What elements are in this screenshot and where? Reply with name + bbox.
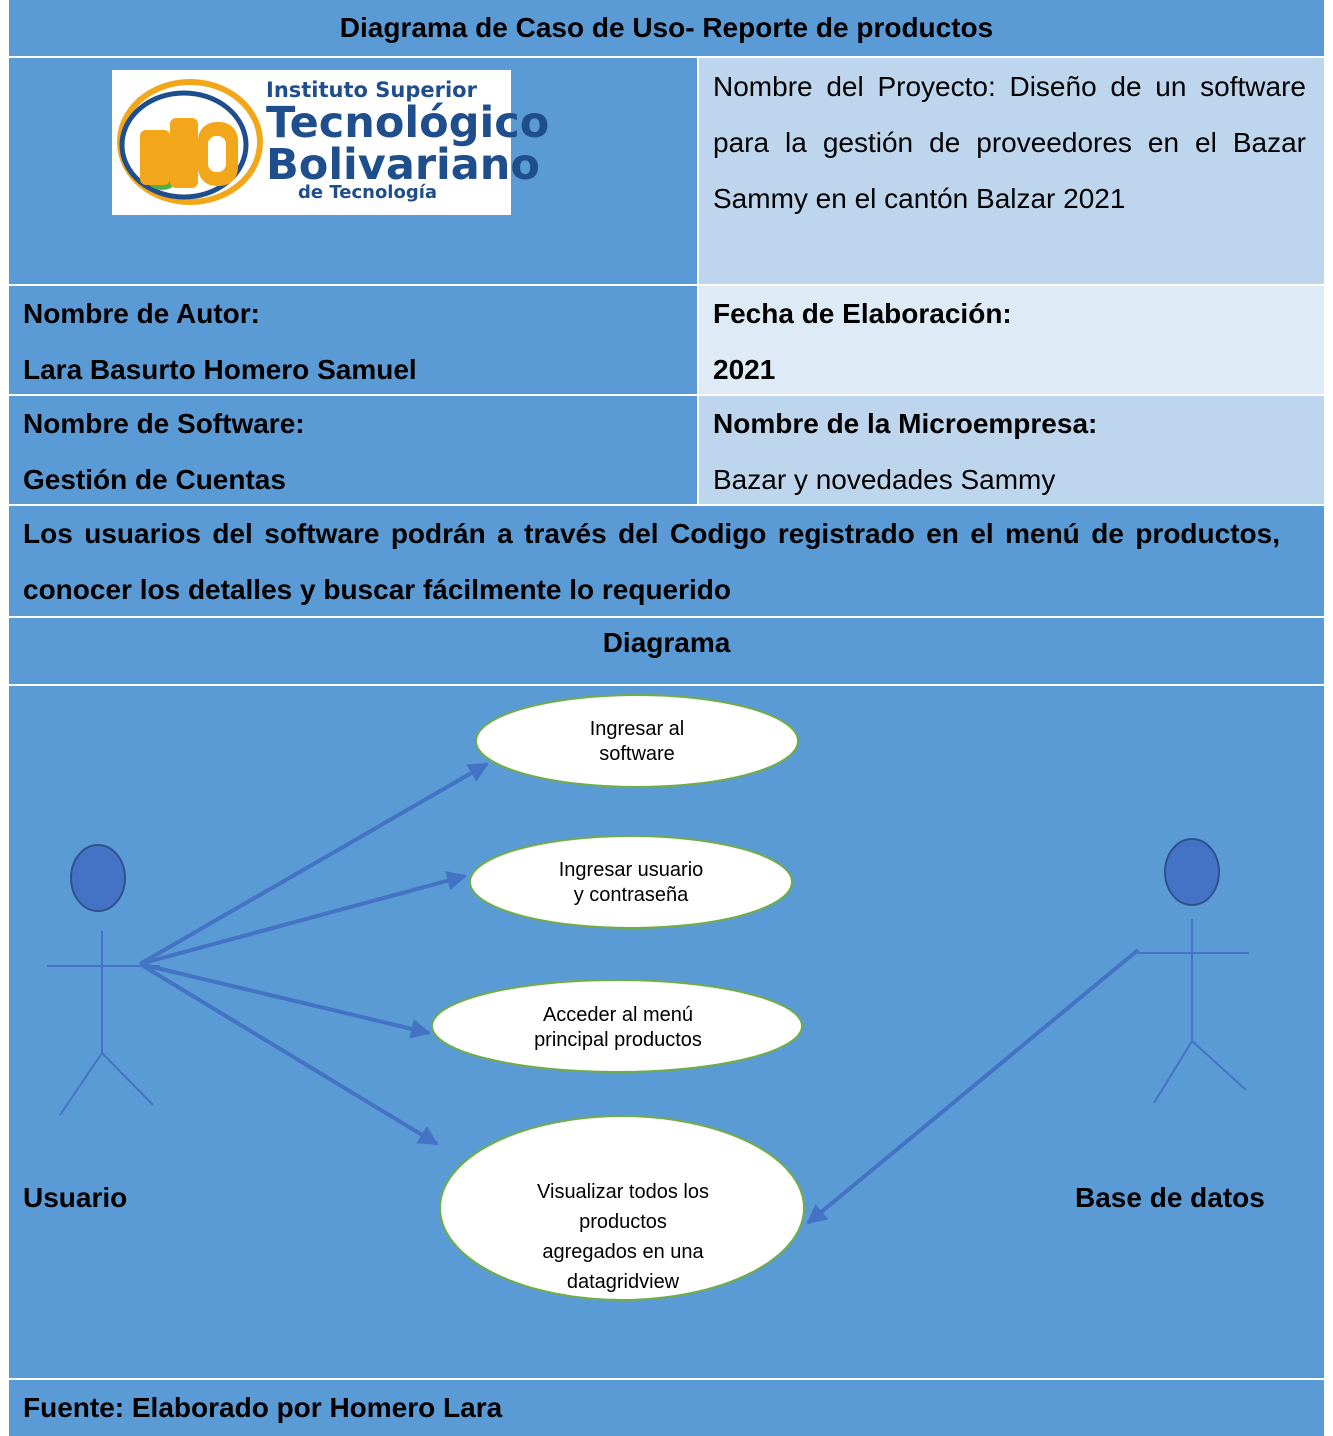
software-value: Gestión de Cuentas xyxy=(23,464,286,495)
use-case-4-label: Visualizar todos los productos agregados… xyxy=(537,1181,709,1293)
date-value: 2021 xyxy=(713,354,776,385)
actor-label-base-de-datos: Base de datos xyxy=(1075,1182,1265,1213)
association-acceder-menu xyxy=(139,962,431,1039)
association-base-datos xyxy=(806,948,1140,1225)
diagram-heading: Diagrama xyxy=(9,618,1324,684)
description: Los usuarios del software podrán a travé… xyxy=(9,506,1324,616)
source-footer: Fuente: Elaborado por Homero Lara xyxy=(9,1380,1324,1436)
software-cell: Nombre de Software: Gestión de Cuentas xyxy=(9,396,697,504)
logo-line-1: Instituto Superior xyxy=(266,78,477,102)
association-visualizar-productos xyxy=(138,962,439,1146)
actor-label-usuario: Usuario xyxy=(23,1182,128,1213)
itb-mark-icon: itb xyxy=(117,79,263,205)
use-case-1-label: Ingresar al software xyxy=(589,718,685,765)
company-cell: Nombre de la Microempresa: Bazar y noved… xyxy=(699,396,1324,504)
use-case-ellipses xyxy=(431,694,805,1301)
base-de-datos-actor-figure xyxy=(1138,838,1249,1104)
date-label: Fecha de Elaboración: xyxy=(713,298,1012,329)
use-case-ingresar-usuario xyxy=(469,835,793,929)
use-case-acceder-menu xyxy=(431,979,803,1073)
association-ingresar-usuario xyxy=(139,871,467,966)
company-value: Bazar y novedades Sammy xyxy=(713,464,1056,495)
use-case-visualizar-productos xyxy=(439,1115,805,1301)
use-case-diagram: Ingresar al software Ingresar usuario y … xyxy=(9,686,1324,1378)
association-ingresar-software xyxy=(139,762,489,966)
association-lines xyxy=(138,762,1140,1225)
use-case-ingresar-software xyxy=(475,694,799,788)
use-case-2-label: Ingresar usuario y contraseña xyxy=(558,859,704,906)
sheet-title: Diagrama de Caso de Uso- Reporte de prod… xyxy=(9,0,1324,56)
date-cell: Fecha de Elaboración: 2021 xyxy=(699,286,1324,394)
project-name: Nombre del Proyecto: Diseño de un softwa… xyxy=(699,58,1324,284)
logo-line-2: Tecnológico xyxy=(266,98,550,148)
institute-logo: itb Instituto Superior Tecnológico Boliv… xyxy=(112,70,549,215)
software-label: Nombre de Software: xyxy=(23,408,305,439)
author-label: Nombre de Autor: xyxy=(23,298,260,329)
usuario-actor-figure xyxy=(47,844,160,1116)
author-cell: Nombre de Autor: Lara Basurto Homero Sam… xyxy=(9,286,697,394)
company-label: Nombre de la Microempresa: xyxy=(713,408,1098,439)
logo-line-4: de Tecnología xyxy=(298,182,438,203)
use-case-3-label: Acceder al menú principal productos xyxy=(534,1004,702,1051)
logo-line-3: Bolivariano xyxy=(266,140,540,190)
author-value: Lara Basurto Homero Samuel xyxy=(23,354,417,385)
